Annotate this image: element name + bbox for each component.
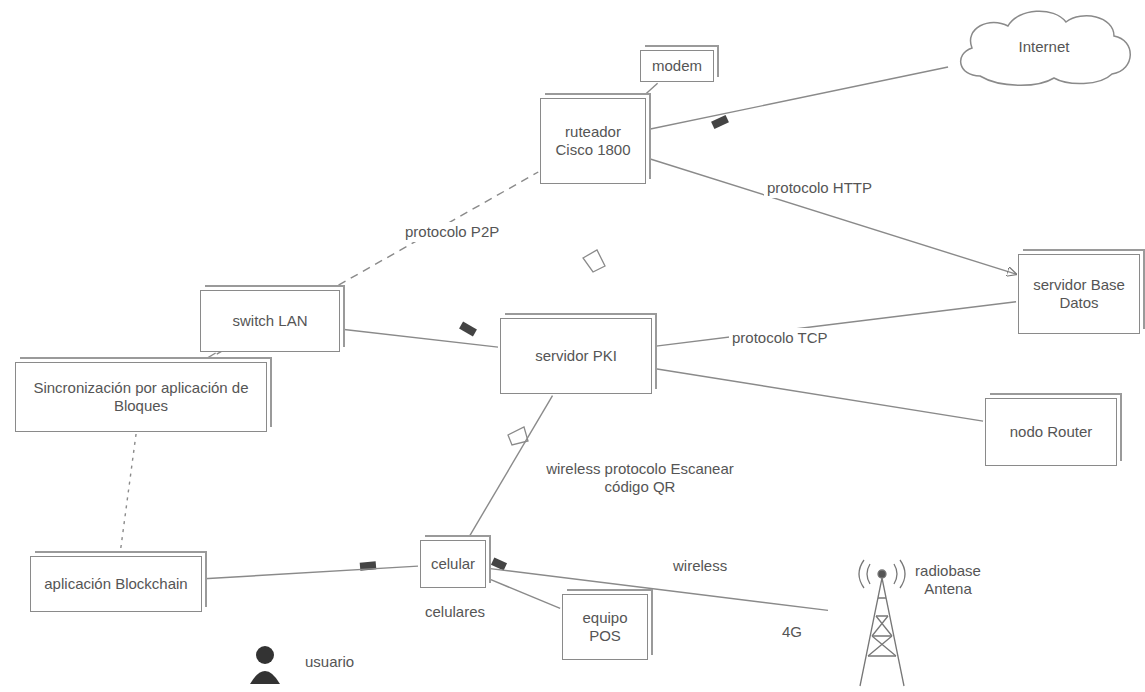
phone-box: celular <box>420 540 486 588</box>
connector-line <box>202 353 216 361</box>
pos-box: equipo POS <box>562 594 648 660</box>
node-label: servidor Base Datos <box>1027 276 1131 312</box>
router-box: nodo Router <box>985 398 1117 466</box>
switch-box: switch LAN <box>200 290 340 352</box>
user-icon <box>250 646 280 684</box>
router-box: ruteador Cisco 1800 <box>540 98 646 184</box>
node-label: radiobase Antena <box>890 562 1006 598</box>
server-box: servidor Base Datos <box>1018 254 1140 334</box>
connector-line <box>342 329 498 347</box>
app-box: aplicación Blockchain <box>30 556 202 612</box>
edge-label: protocolo P2P <box>402 222 502 242</box>
node-label: nodo Router <box>1010 423 1093 441</box>
node-label: modem <box>652 57 702 75</box>
connector-line <box>204 566 418 579</box>
node-label: equipo POS <box>571 609 639 645</box>
modem-box: modem <box>640 50 714 82</box>
sync-box: Sincronización por aplicación de Bloques <box>15 362 267 432</box>
connector-line <box>488 578 560 608</box>
connector-line <box>488 568 828 610</box>
connector-line <box>643 83 658 96</box>
node-label: ruteador Cisco 1800 <box>549 123 637 159</box>
connector-line <box>654 368 983 421</box>
user-label: usuario <box>302 652 357 672</box>
connector-line <box>654 302 1016 347</box>
server-box: servidor PKI <box>500 318 652 394</box>
node-label: Sincronización por aplicación de Bloques <box>24 379 258 415</box>
node-label: Internet <box>1019 38 1070 56</box>
connector-line <box>120 434 136 554</box>
node-label: switch LAN <box>232 312 307 330</box>
node-label: aplicación Blockchain <box>44 575 187 593</box>
network-label: 4G <box>779 622 805 642</box>
edge-label: wireless <box>670 556 730 576</box>
edge-label: protocolo TCP <box>729 328 831 348</box>
antenna-node: radiobase Antena <box>830 556 1014 688</box>
edge-label: protocolo HTTP <box>764 178 875 198</box>
node-label: celular <box>431 555 475 573</box>
group-label: celulares <box>422 602 488 622</box>
edge-label: wireless protocolo Escanear código QR <box>537 459 743 497</box>
internet-cloud: Internet <box>950 6 1138 88</box>
connector-line <box>648 158 1016 274</box>
node-label: servidor PKI <box>535 347 617 365</box>
